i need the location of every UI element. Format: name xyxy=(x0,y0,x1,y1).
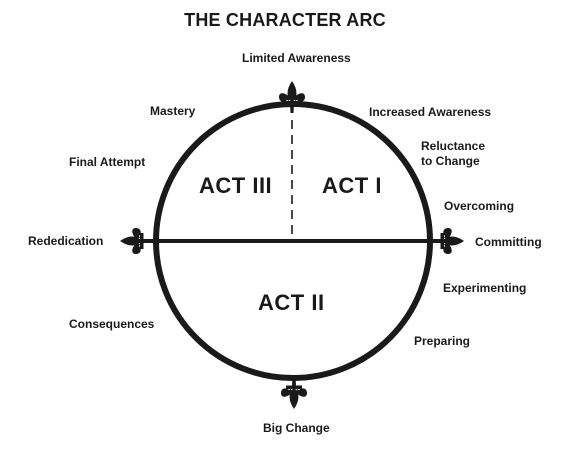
diagram-title: THE CHARACTER ARC xyxy=(184,10,386,30)
act-two-label: ACT II xyxy=(258,290,325,315)
stage-reluctance-line2: to Change xyxy=(421,154,480,168)
act-three-label: ACT III xyxy=(199,173,273,198)
stage-limited-awareness: Limited Awareness xyxy=(242,51,351,65)
fleur-de-lis-right-icon xyxy=(432,228,464,254)
stage-reluctance-line1: Reluctance xyxy=(421,139,486,153)
stage-rededication: Rededication xyxy=(28,234,104,248)
stage-committing: Committing xyxy=(475,235,542,249)
stage-consequences: Consequences xyxy=(69,317,155,331)
fleur-de-lis-top-icon xyxy=(279,81,305,113)
fleur-de-lis-bottom-icon xyxy=(281,377,307,409)
stage-increased-awareness: Increased Awareness xyxy=(369,105,492,119)
stage-big-change: Big Change xyxy=(263,421,330,435)
fleur-de-lis-left-icon xyxy=(120,228,152,254)
stage-experimenting: Experimenting xyxy=(443,281,527,295)
stage-preparing: Preparing xyxy=(414,334,471,348)
stage-mastery: Mastery xyxy=(150,104,196,118)
act-one-label: ACT I xyxy=(322,173,382,198)
stage-overcoming: Overcoming xyxy=(444,199,515,213)
stage-final-attempt: Final Attempt xyxy=(69,155,146,169)
